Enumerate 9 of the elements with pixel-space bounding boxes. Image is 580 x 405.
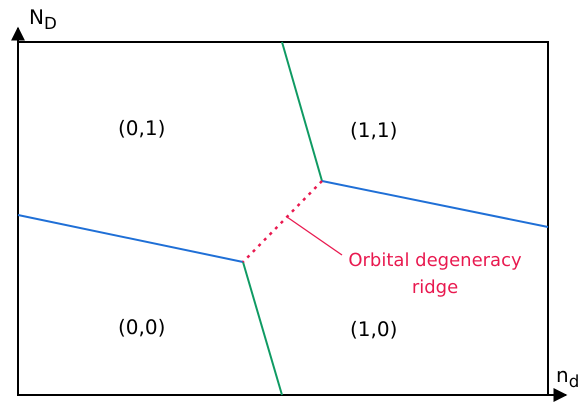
axis-label: n$_{d}$	[556, 364, 580, 393]
degeneracy-ridge-line	[242, 180, 323, 263]
ridge-annotation: Orbital degeneracy ridge	[330, 247, 540, 301]
axis-label: N$_{D}$	[29, 6, 57, 35]
charge-state-label: (1,1)	[350, 119, 398, 141]
leader-line	[286, 216, 342, 256]
charge-state-label: (0,1)	[118, 117, 166, 139]
charge-state-label: (0,0)	[118, 316, 166, 338]
charge-state-label: (1,0)	[350, 318, 398, 340]
